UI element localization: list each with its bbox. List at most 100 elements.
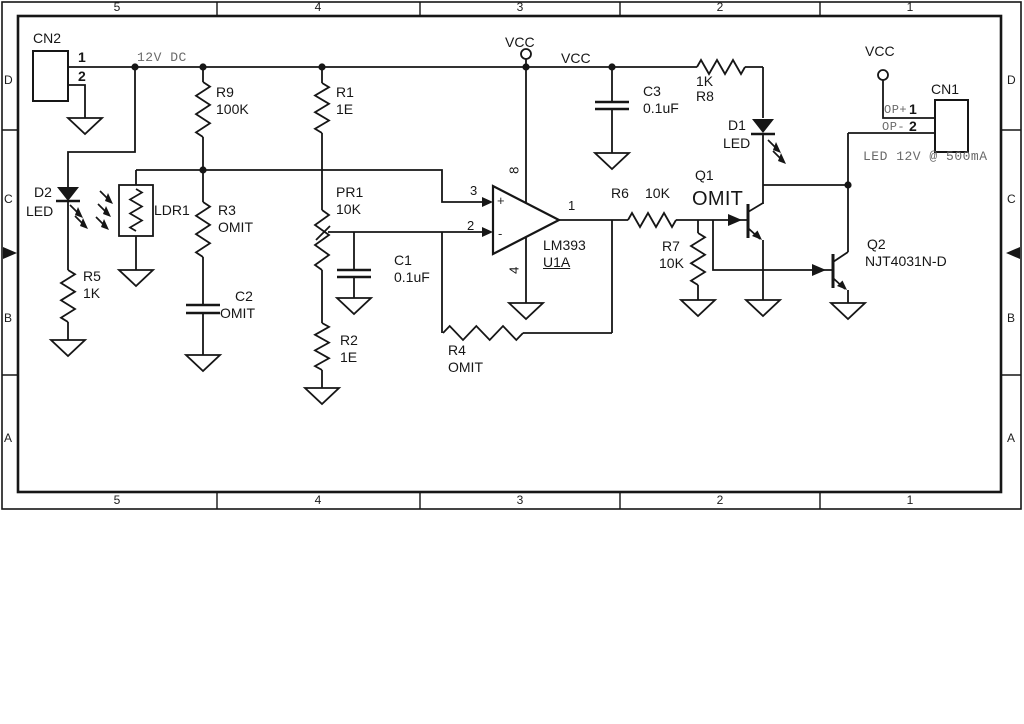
resistor-r5	[59, 269, 77, 323]
ground-icon	[743, 299, 783, 318]
resistors	[59, 58, 746, 371]
grid-bottom-3: 3	[516, 493, 524, 507]
capacitor-c3	[595, 100, 629, 111]
wire-q2-base	[712, 220, 833, 271]
grid-right-a: A	[1007, 431, 1016, 445]
resistor-r3	[194, 201, 212, 258]
grid-top-3: 3	[516, 0, 524, 14]
val-r2: 1E	[340, 349, 358, 365]
resistor-r6	[627, 211, 677, 229]
cn2-pin-2: 2	[78, 68, 86, 84]
led-d2-light-arrows-icon	[69, 204, 88, 229]
grid-right-d: D	[1007, 73, 1016, 87]
led-d2	[56, 187, 88, 229]
wire-main-rail	[68, 66, 764, 118]
ref-r6: R6	[611, 185, 629, 201]
grid-top-4: 4	[314, 0, 322, 14]
vcc-symbols	[520, 48, 889, 81]
val-c1: 0.1uF	[394, 269, 430, 285]
ref-r2: R2	[340, 332, 358, 348]
connectors	[32, 50, 969, 153]
grid-bottom-5: 5	[113, 493, 121, 507]
ref-r9: R9	[216, 84, 234, 100]
cn2-pin-1: 1	[78, 49, 86, 65]
ref-r1: R1	[336, 84, 354, 100]
opamp-u1a	[482, 184, 562, 256]
schematic-drawing	[1, 1, 1022, 510]
opamp-triangle	[491, 184, 562, 256]
capacitors	[186, 100, 629, 315]
val-c2: OMIT	[220, 305, 255, 321]
val-r9: 100K	[216, 101, 249, 117]
frame-inner	[16, 14, 1003, 494]
q1-emitter-arrow-icon	[752, 230, 762, 240]
u1a-pin-8: 8	[506, 166, 522, 174]
val-r1: 1E	[336, 101, 354, 117]
ground-icon	[592, 152, 632, 171]
cn1-pin-2: 2	[909, 118, 917, 134]
wire-d1-cathode	[762, 134, 848, 204]
grid-bottom-2: 2	[716, 493, 724, 507]
connector-cn1	[934, 99, 969, 153]
grid-left-b: B	[4, 311, 13, 325]
u1a-pin-4: 4	[506, 266, 522, 274]
resistor-r1	[313, 82, 331, 134]
vcc-port-icon	[520, 48, 532, 60]
note-led-rating: LED 12V @ 500mA	[863, 149, 988, 164]
wire-r4-feedback	[441, 220, 613, 334]
frame-ticks	[2, 2, 1021, 509]
cn1-pin-1: 1	[909, 101, 917, 117]
ground-icon	[334, 297, 374, 316]
junction-dot	[844, 181, 852, 189]
grid-top-2: 2	[716, 0, 724, 14]
net-12v-dc: 12V DC	[137, 50, 187, 65]
junction-dots	[131, 63, 852, 189]
ref-cn1: CN1	[931, 81, 960, 97]
wire-cn1-pin2	[847, 132, 935, 252]
ldr1-zigzag	[128, 188, 144, 232]
ref-r7: R7	[662, 238, 680, 254]
val-r8: 1K	[696, 73, 714, 89]
q2-emitter-arrow-icon	[837, 280, 847, 290]
val-c3: 0.1uF	[643, 100, 679, 116]
ground-icon	[506, 302, 546, 321]
val-d1: LED	[723, 135, 751, 151]
val-d2: LED	[26, 203, 54, 219]
cn1-pin-op-plus: OP+	[884, 103, 908, 117]
ref-q2: Q2	[867, 236, 886, 252]
led-d1-triangle	[752, 119, 774, 133]
u1a-plus: +	[497, 193, 505, 208]
opamp-input-arrow-icon	[482, 197, 493, 207]
ref-pr1: PR1	[336, 184, 364, 200]
ref-c1: C1	[394, 252, 412, 268]
ldr1-light-arrows-icon	[95, 190, 113, 230]
grid-top-1: 1	[906, 0, 914, 14]
vcc-net: VCC	[561, 50, 591, 66]
center-arrow-left-icon	[3, 247, 17, 259]
ref-r3: R3	[218, 202, 236, 218]
ref-r4: R4	[448, 342, 466, 358]
q1-base-arrow-icon	[728, 214, 742, 226]
ground-icon	[302, 387, 342, 406]
u1a-pin-1: 1	[568, 198, 576, 213]
capacitor-c2	[186, 303, 220, 315]
junction-dot	[131, 63, 139, 71]
sheet-frame	[1, 1, 1022, 510]
val-r6: 10K	[645, 185, 670, 201]
led-d1	[751, 119, 786, 164]
vcc-cn1: VCC	[865, 43, 895, 59]
wire-d2-branch	[67, 67, 136, 340]
center-arrow-right-icon	[1006, 247, 1020, 259]
transistor-q2	[812, 251, 849, 290]
resistor-r7	[689, 232, 707, 286]
ref-d2: D2	[34, 184, 52, 200]
ref-q1: Q1	[695, 167, 714, 183]
ref-c2: C2	[235, 288, 253, 304]
ref-u1a: U1A	[543, 254, 571, 270]
wire-sensor-to-pin3	[136, 169, 483, 203]
ref-cn2: CN2	[33, 30, 62, 46]
vcc-main: VCC	[505, 34, 535, 50]
val-r4: OMIT	[448, 359, 483, 375]
wire-cn2-pin2	[68, 84, 86, 118]
